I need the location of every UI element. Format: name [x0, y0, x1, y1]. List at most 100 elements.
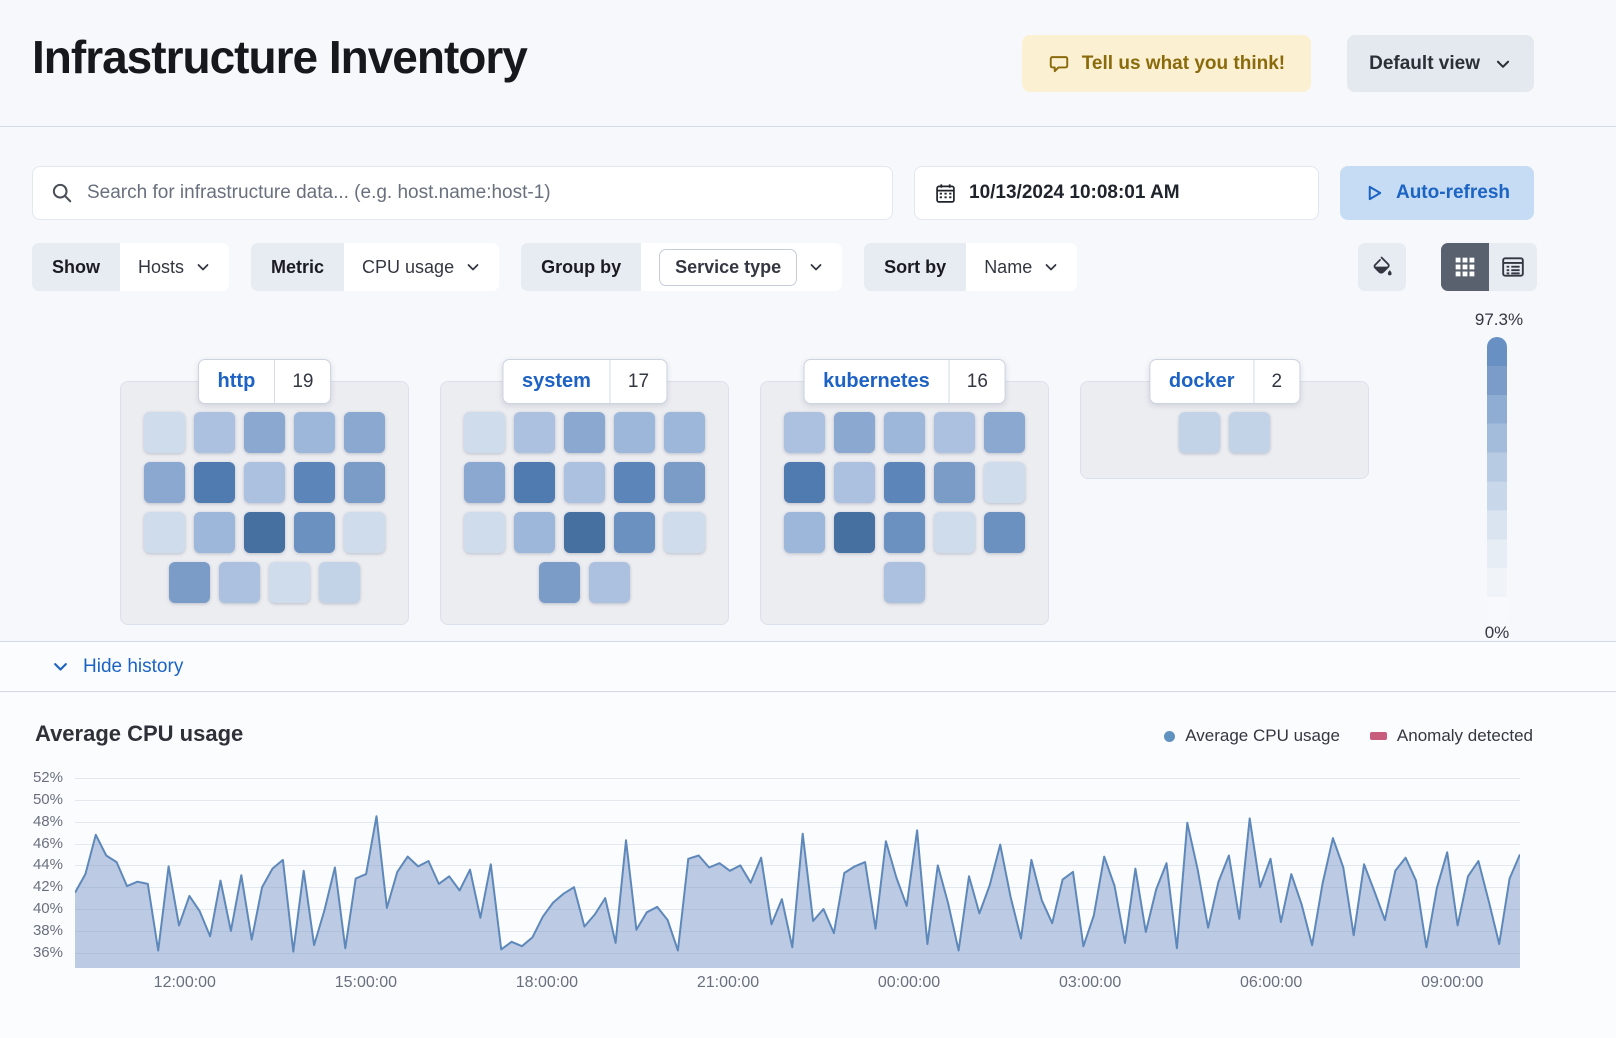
host-node[interactable]	[144, 412, 185, 453]
waffle-grid	[1081, 382, 1368, 474]
host-node[interactable]	[344, 462, 385, 503]
search-input[interactable]	[85, 181, 874, 205]
host-node[interactable]	[344, 412, 385, 453]
calendar-icon	[935, 183, 956, 204]
filter-value: Service type	[659, 248, 798, 286]
fill-color-button[interactable]	[1358, 243, 1406, 291]
grid-view-toggle[interactable]	[1441, 243, 1489, 291]
x-axis-tick-label: 00:00:00	[877, 974, 941, 991]
host-node[interactable]	[884, 412, 925, 453]
filter-value-dropdown[interactable]: Service type	[641, 243, 843, 291]
group-name: kubernetes	[823, 370, 930, 392]
host-node[interactable]	[784, 412, 825, 453]
host-node[interactable]	[884, 562, 925, 603]
host-node[interactable]	[464, 512, 505, 553]
x-axis-tick-label: 21:00:00	[696, 974, 760, 991]
legend-item[interactable]: Average CPU usage	[1164, 726, 1340, 746]
chevron-down-icon	[51, 657, 70, 676]
host-node[interactable]	[664, 512, 705, 553]
host-node[interactable]	[219, 562, 260, 603]
host-node[interactable]	[984, 512, 1025, 553]
filter-value-dropdown[interactable]: Name	[966, 243, 1078, 291]
history-row: Hide history	[0, 641, 1616, 692]
host-node[interactable]	[564, 412, 605, 453]
table-view-toggle[interactable]	[1489, 243, 1537, 291]
host-node[interactable]	[464, 412, 505, 453]
host-node[interactable]	[834, 512, 875, 553]
group-name: docker	[1168, 370, 1235, 392]
host-node[interactable]	[834, 412, 875, 453]
host-node[interactable]	[664, 462, 705, 503]
host-node[interactable]	[884, 462, 925, 503]
gridline	[75, 843, 1520, 845]
host-node[interactable]	[169, 562, 210, 603]
host-node[interactable]	[319, 562, 360, 603]
host-node[interactable]	[589, 562, 630, 603]
filter-value-dropdown[interactable]: Hosts	[120, 243, 230, 291]
host-node[interactable]	[464, 462, 505, 503]
host-node[interactable]	[564, 512, 605, 553]
host-node[interactable]	[514, 412, 555, 453]
host-node[interactable]	[244, 462, 285, 503]
waffle-row	[539, 562, 630, 603]
host-node[interactable]	[294, 512, 335, 553]
host-node[interactable]	[834, 462, 875, 503]
chevron-down-icon	[1043, 259, 1059, 275]
date-picker[interactable]: 10/13/2024 10:08:01 AM	[914, 166, 1319, 220]
host-node[interactable]	[194, 412, 235, 453]
auto-refresh-button[interactable]: Auto-refresh	[1340, 166, 1534, 220]
y-axis-tick-label: 36%	[32, 943, 63, 961]
feedback-button-label: Tell us what you think!	[1081, 52, 1286, 74]
default-view-dropdown[interactable]: Default view	[1347, 35, 1534, 92]
waffle-row	[144, 462, 385, 503]
host-node[interactable]	[784, 512, 825, 553]
host-node[interactable]	[1179, 412, 1220, 453]
y-axis-tick-label: 52%	[32, 769, 63, 786]
host-node[interactable]	[294, 412, 335, 453]
host-node[interactable]	[514, 462, 555, 503]
host-node[interactable]	[564, 462, 605, 503]
host-node[interactable]	[984, 462, 1025, 503]
host-node[interactable]	[244, 512, 285, 553]
y-axis-tick-label: 48%	[32, 812, 63, 830]
host-node[interactable]	[144, 462, 185, 503]
color-scale-legend	[1487, 337, 1507, 626]
x-axis-tick-label: 15:00:00	[334, 974, 398, 991]
host-node[interactable]	[1229, 412, 1270, 453]
scale-max-label: 97.3%	[1474, 310, 1524, 329]
host-node[interactable]	[614, 512, 655, 553]
host-node[interactable]	[144, 512, 185, 553]
host-node[interactable]	[294, 462, 335, 503]
host-node[interactable]	[984, 412, 1025, 453]
hide-history-toggle[interactable]: Hide history	[45, 655, 189, 679]
host-node[interactable]	[244, 412, 285, 453]
filter-value: Name	[984, 256, 1033, 277]
host-node[interactable]	[194, 462, 235, 503]
host-node[interactable]	[614, 462, 655, 503]
legend-item[interactable]: Anomaly detected	[1369, 726, 1533, 746]
host-node[interactable]	[269, 562, 310, 603]
host-node[interactable]	[194, 512, 235, 553]
feedback-button[interactable]: Tell us what you think!	[1021, 35, 1312, 92]
host-node[interactable]	[884, 512, 925, 553]
filter-value-dropdown[interactable]: CPU usage	[344, 243, 500, 291]
auto-refresh-label: Auto-refresh	[1395, 182, 1510, 203]
host-node[interactable]	[784, 462, 825, 503]
host-node[interactable]	[514, 512, 555, 553]
host-node[interactable]	[934, 512, 975, 553]
host-node[interactable]	[614, 412, 655, 453]
host-node[interactable]	[344, 512, 385, 553]
host-node[interactable]	[934, 462, 975, 503]
host-node[interactable]	[539, 562, 580, 603]
gridline	[75, 952, 1520, 954]
host-node[interactable]	[934, 412, 975, 453]
y-axis-tick-label: 50%	[32, 790, 63, 808]
host-node[interactable]	[664, 412, 705, 453]
filter-value: CPU usage	[362, 256, 455, 277]
